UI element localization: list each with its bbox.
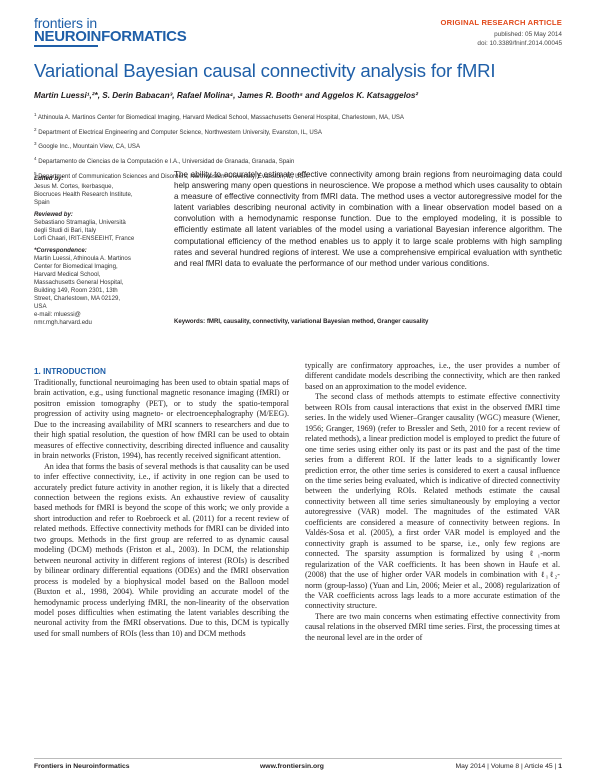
email-link[interactable]: e-mail: mluessi@ bbox=[34, 311, 81, 318]
email-link[interactable]: nmr.mgh.harvard.edu bbox=[34, 319, 92, 326]
keywords-list: fMRI, causality, connectivity, variation… bbox=[206, 318, 429, 325]
editor-line: Jesus M. Cortes, Ikerbasque, bbox=[34, 183, 114, 190]
section-heading: 1. INTRODUCTION bbox=[34, 367, 106, 376]
journal-logo-line2: NEUROINFORMATICS bbox=[34, 28, 187, 45]
edited-by-block: Edited by: Jesus M. Cortes, Ikerbasque, … bbox=[34, 175, 159, 207]
footer-issue-text: May 2014 | Volume 8 | Article 45 | bbox=[455, 763, 559, 770]
affiliation-3: 3 Google Inc., Mountain View, CA, USA bbox=[34, 141, 141, 151]
reviewed-by-block: Reviewed by: Sebastiano Stramaglia, Univ… bbox=[34, 211, 159, 243]
reviewer-line: Lorfi Chaari, IRIT-ENSEEIHT, France bbox=[34, 235, 135, 242]
editor-line: Spain bbox=[34, 199, 50, 206]
body-column-left: Traditionally, functional neuroimaging h… bbox=[34, 378, 289, 639]
correspondence-line: Harvard Medical School, bbox=[34, 271, 101, 278]
correspondence-line: Street, Charlestown, MA 02129, bbox=[34, 295, 121, 302]
article-type: ORIGINAL RESEARCH ARTICLE bbox=[440, 18, 562, 27]
paragraph: Traditionally, functional neuroimaging h… bbox=[34, 378, 289, 461]
keywords: Keywords: fMRI, causality, connectivity,… bbox=[174, 318, 562, 325]
affiliation-2: 2 Department of Electrical Engineering a… bbox=[34, 126, 322, 136]
correspondence-line: Building 149, Room 2301, 13th bbox=[34, 287, 118, 294]
correspondence-line: Center for Biomedical Imaging, bbox=[34, 263, 118, 270]
footer-issue-info: May 2014 | Volume 8 | Article 45 | 1 bbox=[455, 763, 562, 770]
affiliation-4: 4 Departamento de Ciencias de la Computa… bbox=[34, 155, 295, 165]
reviewer-line: Sebastiano Stramaglia, Università bbox=[34, 219, 126, 226]
paragraph: The second class of methods attempts to … bbox=[305, 392, 560, 611]
footer-rule bbox=[34, 758, 562, 759]
footer-url[interactable]: www.frontiersin.org bbox=[260, 763, 324, 770]
logo-underline bbox=[34, 45, 98, 47]
correspondence-line: Martin Luessi, Athinoula A. Martinos bbox=[34, 255, 131, 262]
editor-line: Biocruces Health Research Institute, bbox=[34, 191, 133, 198]
footer-journal: Frontiers in Neuroinformatics bbox=[34, 763, 130, 770]
correspondence-line: Massachusetts General Hospital, bbox=[34, 279, 124, 286]
editorial-info: Edited by: Jesus M. Cortes, Ikerbasque, … bbox=[34, 175, 159, 331]
correspondence-label: *Correspondence: bbox=[34, 247, 87, 254]
affiliations: 1 Athinoula A. Martinos Center for Biome… bbox=[34, 109, 574, 182]
paper-title: Variational Bayesian causal connectivity… bbox=[34, 60, 496, 81]
paragraph: typically are confirmatory approaches, i… bbox=[305, 361, 560, 391]
paragraph: There are two main concerns when estimat… bbox=[305, 611, 560, 642]
paragraph: An idea that forms the basis of several … bbox=[34, 461, 289, 638]
affiliation-1: 1 Athinoula A. Martinos Center for Biome… bbox=[34, 112, 404, 122]
page-number: 1 bbox=[558, 763, 562, 770]
abstract: The ability to accurately estimate effec… bbox=[174, 170, 562, 268]
reviewer-line: degli Studi di Bari, Italy bbox=[34, 227, 96, 234]
doi[interactable]: doi: 10.3389/fninf.2014.00045 bbox=[477, 40, 562, 47]
correspondence-block: *Correspondence: Martin Luessi, Athinoul… bbox=[34, 247, 159, 327]
body-column-right: typically are confirmatory approaches, i… bbox=[305, 361, 560, 643]
affiliation-5: 5 Department of Communication Sciences a… bbox=[34, 170, 308, 180]
reviewed-by-label: Reviewed by: bbox=[34, 211, 73, 218]
correspondence-line: USA bbox=[34, 303, 47, 310]
edited-by-label: Edited by: bbox=[34, 175, 64, 182]
keywords-label: Keywords: bbox=[174, 318, 206, 325]
author-list: Martin Luessi¹,²*, S. Derin Babacan³, Ra… bbox=[34, 91, 419, 100]
journal-logo-line1: frontiers in bbox=[34, 15, 97, 31]
published-date: published: 05 May 2014 bbox=[494, 31, 562, 38]
